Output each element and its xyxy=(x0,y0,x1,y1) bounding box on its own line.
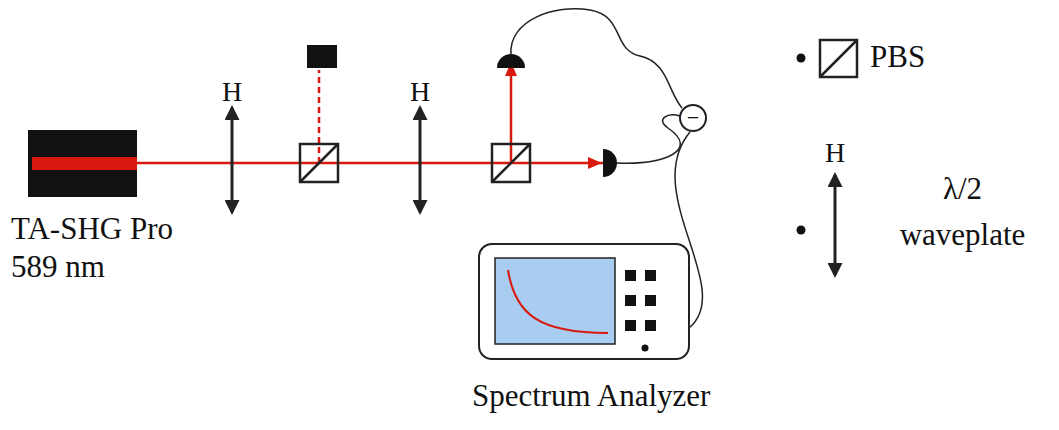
beam-dump xyxy=(307,45,337,68)
rejected-beam xyxy=(318,70,321,163)
pbs-cube xyxy=(492,144,530,182)
source-label: TA-SHG Pro 589 nm xyxy=(11,210,196,286)
legend-bullet xyxy=(797,226,806,235)
spectrum-analyzer: Spectrum Analyzer xyxy=(478,243,690,360)
photodetector xyxy=(497,54,525,68)
legend-bullet xyxy=(797,54,806,63)
pbs-cube xyxy=(300,144,338,182)
legend-text: λ/2 waveplate xyxy=(885,166,1040,258)
analyzer-screen xyxy=(480,245,688,358)
detector-cable xyxy=(511,9,682,108)
laser-stripe xyxy=(32,157,137,170)
waveplate-axis-label: H xyxy=(222,73,242,111)
analyzer-label: Spectrum Analyzer xyxy=(472,377,710,415)
reflected-beam xyxy=(510,70,513,163)
photodetector xyxy=(603,149,617,177)
laser-beam xyxy=(137,162,603,165)
waveplate-axis-label: H xyxy=(410,73,430,111)
detector-cable xyxy=(617,115,680,163)
half-waveplate xyxy=(231,108,234,212)
minus-sign: − xyxy=(687,106,699,130)
legend-text: PBS xyxy=(870,38,925,76)
beam-arrowhead xyxy=(588,157,602,169)
subtractor: − xyxy=(679,104,707,132)
laser-source: TA-SHG Pro 589 nm xyxy=(28,130,137,197)
legend-pbs-sample xyxy=(820,40,857,77)
half-waveplate xyxy=(419,108,422,212)
waveplate-axis-label: H xyxy=(825,134,845,172)
legend-waveplate-sample xyxy=(834,175,837,275)
